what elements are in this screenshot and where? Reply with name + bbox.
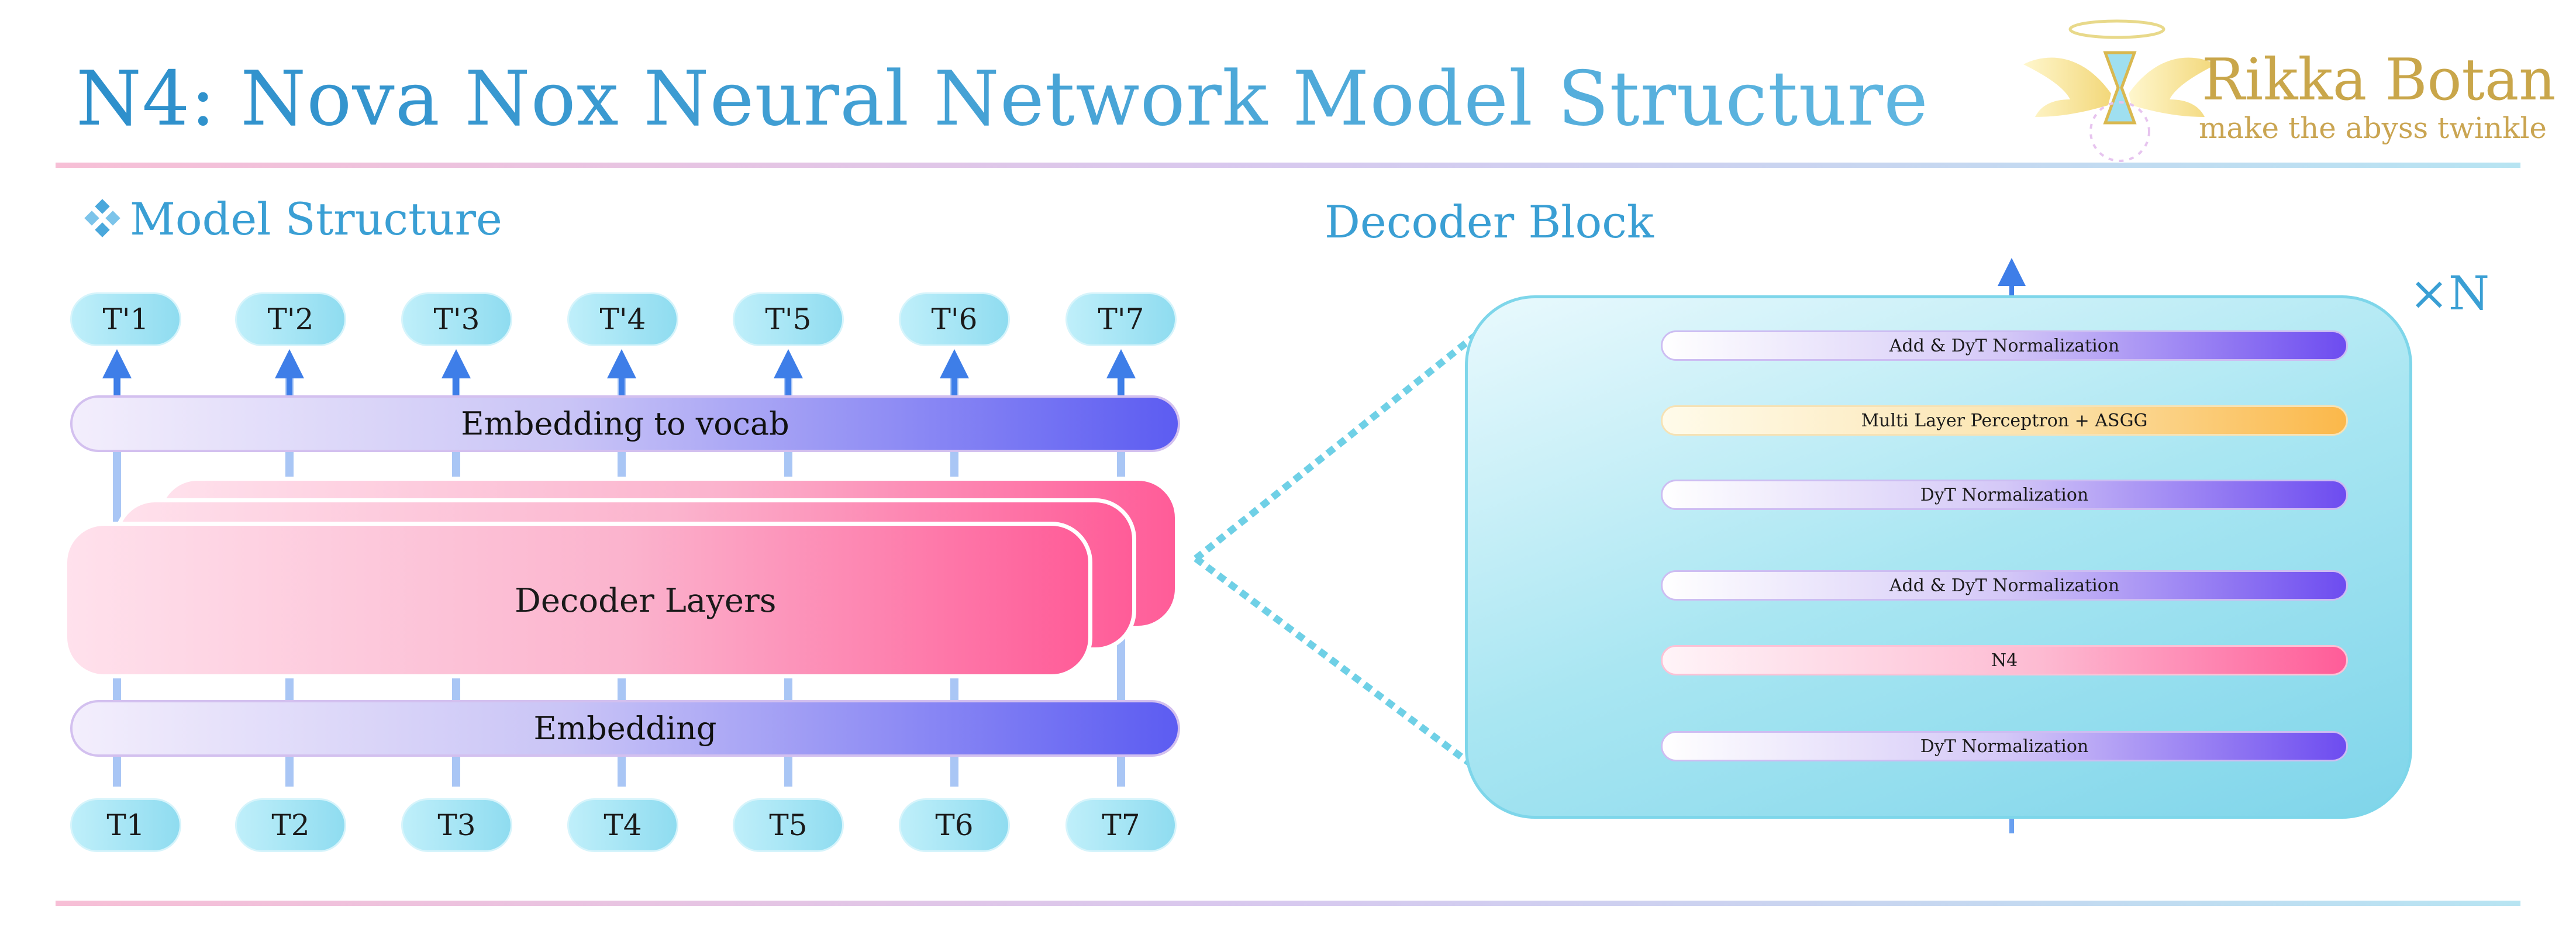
output-token: T'1: [70, 292, 181, 346]
embedding-bar: Embedding: [70, 700, 1180, 757]
bottom-divider: [56, 901, 2520, 906]
n4-layer: N4: [1661, 645, 2348, 675]
dyt-norm-upper: DyT Normalization: [1661, 480, 2348, 510]
zoom-lines: [1194, 325, 1488, 778]
output-token: T'2: [235, 292, 346, 346]
output-token: T'4: [567, 292, 678, 346]
decoder-layers-label: Decoder Layers: [515, 582, 777, 620]
add-dyt-norm-bottom: Add & DyT Normalization: [1661, 570, 2348, 601]
logo-subtitle: make the abyss twinkle: [2199, 111, 2547, 145]
top-divider: [56, 163, 2520, 168]
input-token: T4: [567, 798, 678, 852]
winged-hourglass-logo: [2023, 19, 2216, 162]
add-dyt-norm-top: Add & DyT Normalization: [1661, 330, 2348, 361]
input-token: T5: [733, 798, 844, 852]
output-token: T'7: [1065, 292, 1177, 346]
output-token: T'6: [899, 292, 1010, 346]
logo-title: Rikka Botan: [2202, 47, 2556, 113]
output-token: T'3: [401, 292, 512, 346]
decoder-layer-stack-front: [63, 522, 1092, 678]
section-decoder-block: Decoder Block: [1325, 196, 1654, 248]
section-model-structure: Model Structure: [130, 193, 502, 245]
logo: [2012, 18, 2538, 164]
dyt-norm-lower: DyT Normalization: [1661, 731, 2348, 761]
page-title: N4: Nova Nox Neural Network Model Struct…: [76, 56, 1929, 143]
input-token: T7: [1065, 798, 1177, 852]
embedding-to-vocab-bar: Embedding to vocab: [70, 395, 1180, 452]
diamond-cluster-icon: [84, 199, 120, 237]
output-arrows: [102, 349, 1136, 395]
input-token: T6: [899, 798, 1010, 852]
output-token: T'5: [733, 292, 844, 346]
input-token: T1: [70, 798, 181, 852]
repeat-label: ×N: [2409, 266, 2490, 320]
input-token: T2: [235, 798, 346, 852]
mlp-asgg-layer: Multi Layer Perceptron + ASGG: [1661, 405, 2348, 436]
input-token: T3: [401, 798, 512, 852]
